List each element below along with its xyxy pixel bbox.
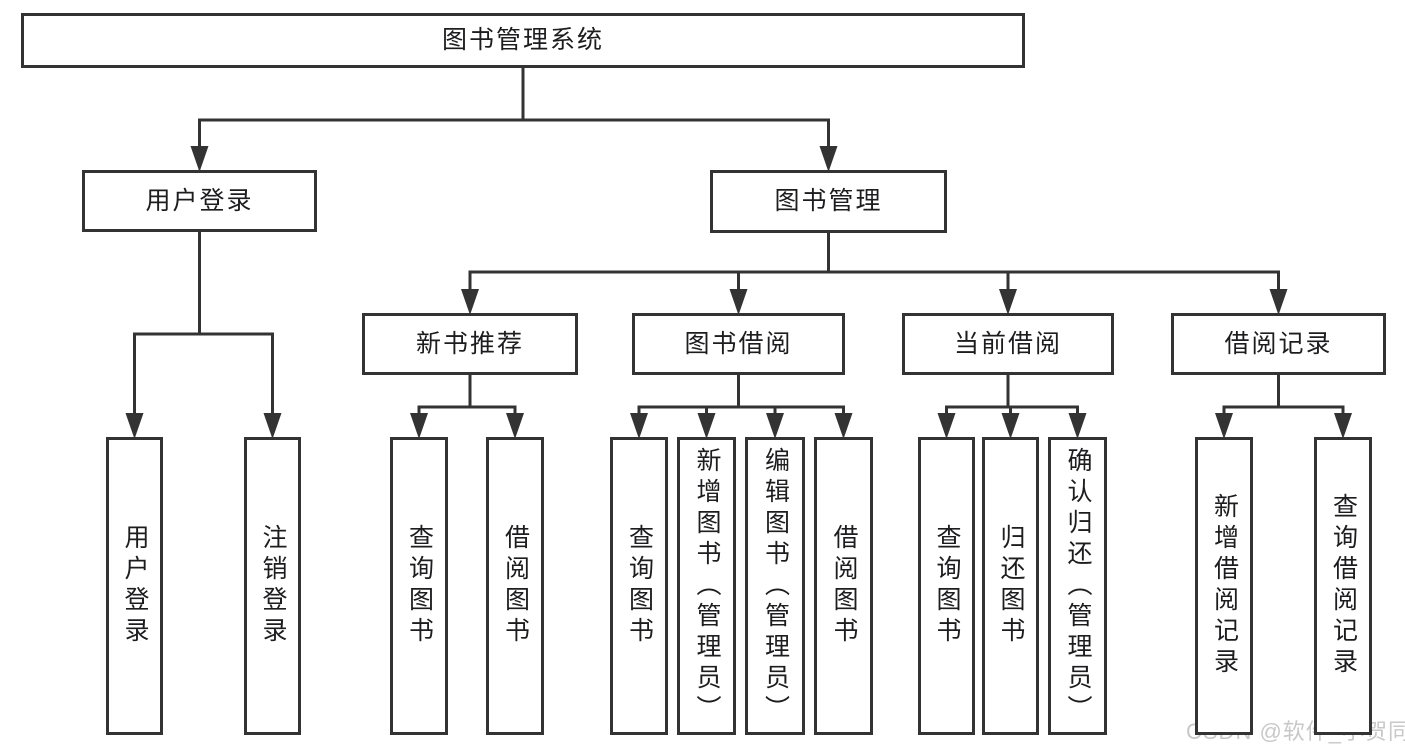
leaf-user-login-label: 用户登录 [121,524,149,648]
node-book-borrowing: 图书借阅 [632,313,845,375]
leaf-query-books-2-label: 查询图书 [625,524,654,648]
node-book-borrowing-label: 图书借阅 [684,329,793,358]
leaf-add-books-admin-label: 新增图书（管理员） [693,446,721,726]
leaf-return-books: 归还图书 [982,437,1039,735]
leaf-user-login: 用户登录 [106,437,163,735]
node-borrowing-records-label: 借阅记录 [1224,329,1333,358]
leaf-confirm-return-admin-label: 确认归还（管理员） [1064,446,1092,726]
leaf-query-books-3: 查询图书 [918,437,975,735]
node-book-management-label: 图书管理 [774,187,883,215]
node-user-login: 用户登录 [82,170,317,232]
leaf-query-books: 查询图书 [390,437,448,735]
leaf-borrow-books-2-label: 借阅图书 [830,524,858,648]
leaf-borrow-books-2: 借阅图书 [814,437,873,735]
leaf-query-borrowing-record-label: 查询借阅记录 [1329,493,1358,679]
leaf-add-books-admin: 新增图书（管理员） [677,437,736,735]
node-library-management-system: 图书管理系统 [21,13,1025,68]
leaf-edit-books-admin-label: 编辑图书（管理员） [761,446,790,726]
leaf-borrow-books-label: 借阅图书 [501,524,530,648]
leaf-borrow-books: 借阅图书 [486,437,544,735]
node-new-book-recommendation-label: 新书推荐 [415,329,524,358]
node-book-management: 图书管理 [710,170,947,233]
node-user-login-label: 用户登录 [145,186,254,215]
leaf-edit-books-admin: 编辑图书（管理员） [745,437,805,735]
leaf-logout: 注销登录 [244,437,301,735]
leaf-return-books-label: 归还图书 [997,524,1025,648]
node-library-management-system-label: 图书管理系统 [441,26,604,54]
node-current-borrowing-label: 当前借阅 [953,329,1062,358]
node-current-borrowing: 当前借阅 [902,313,1114,375]
leaf-logout-label: 注销登录 [259,524,287,648]
leaf-query-books-3-label: 查询图书 [933,524,961,648]
leaf-query-books-2: 查询图书 [610,437,668,735]
node-new-book-recommendation: 新书推荐 [362,313,578,375]
leaf-query-books-label: 查询图书 [405,524,434,648]
leaf-confirm-return-admin: 确认归还（管理员） [1048,437,1107,735]
leaf-query-borrowing-record: 查询借阅记录 [1314,437,1372,735]
leaf-add-borrowing-record: 新增借阅记录 [1195,437,1253,735]
node-borrowing-records: 借阅记录 [1171,313,1386,375]
leaf-add-borrowing-record-label: 新增借阅记录 [1210,493,1239,679]
